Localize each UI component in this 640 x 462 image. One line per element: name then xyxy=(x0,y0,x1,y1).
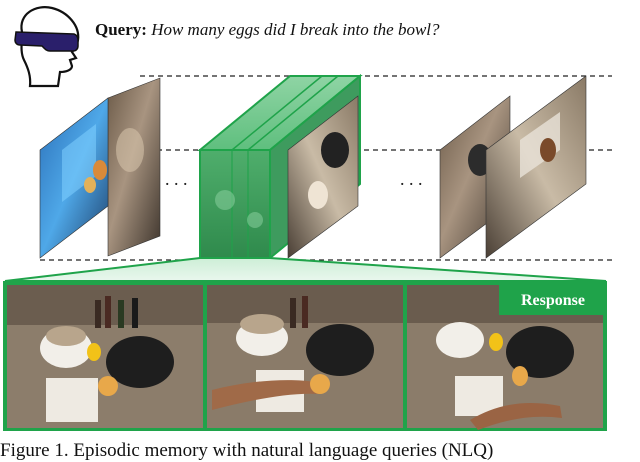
ellipsis-left: . . . xyxy=(165,169,188,189)
ellipsis-right: . . . xyxy=(400,169,423,189)
figure: . . . . . . xyxy=(0,0,640,440)
response-frames-strip: Response xyxy=(3,281,607,431)
video-frame-left-back xyxy=(108,78,160,256)
figure-caption: Figure 1. Episodic memory with natural l… xyxy=(0,440,493,462)
response-frame-2 xyxy=(207,285,403,428)
response-frame-1 xyxy=(7,285,203,428)
video-frame-left-front xyxy=(40,98,108,258)
response-label: Response xyxy=(521,292,585,309)
highlight-funnel xyxy=(5,258,606,281)
